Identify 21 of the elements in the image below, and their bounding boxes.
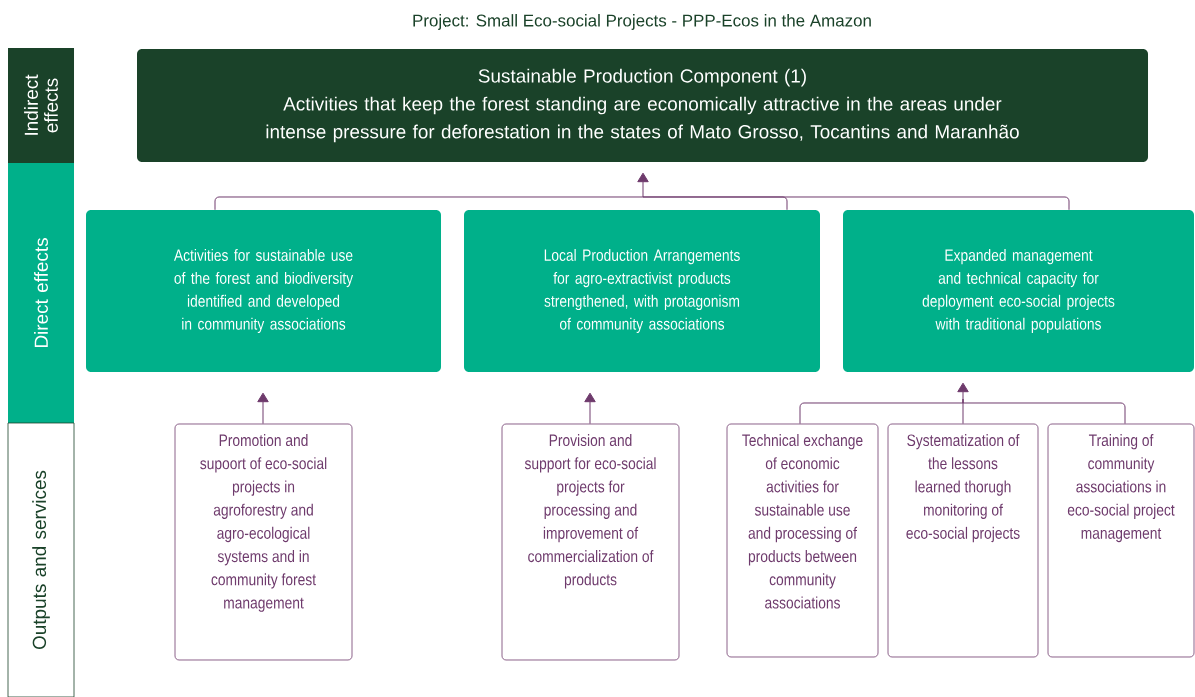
output-box: Technical exchange of economic activities for sustainable use and processing of products between community associations: [726, 423, 879, 658]
arrow: [584, 392, 596, 425]
connector-line: [962, 402, 1126, 425]
row-header-band: Direct effects: [8, 163, 74, 423]
output-box: Training of community associations in eco-social project management: [1047, 423, 1195, 658]
effect-box: Expanded management and technical capacity for deployment eco-social projects with traditional populations: [843, 210, 1194, 372]
arrow: [637, 172, 649, 198]
output-box: Systematization of the lessons learned thorugh monitoring of eco-social projects: [887, 423, 1039, 658]
row-header-band: Indirect effects: [8, 48, 74, 163]
arrow: [257, 392, 269, 425]
title: Project: Small Eco-social Projects - PPP-Ecos in the Amazon: [413, 14, 871, 30]
connector-line: [799, 402, 964, 425]
effect-box: Activities for sustainable use of the forest and biodiversity identified and developed in community associations: [86, 210, 441, 372]
row-header-band: Outputs and services: [7, 422, 75, 697]
component-box: Sustainable Production Component (1) Activities that keep the forest standing are economically attractive in the areas under intense pressure for deforestation in the states of Mato Grosso, Tocantins and Maranhão: [137, 49, 1148, 162]
connector-line: [214, 196, 644, 211]
effect-box: Local Production Arrangements for agro-extractivist products strengthened, with protagonism of community associations: [464, 210, 820, 372]
output-box: Provision and support for eco-social projects for processing and improvement of commercialization of products: [501, 423, 680, 661]
connector-line: [642, 196, 1070, 211]
arrow: [957, 382, 969, 404]
output-box: Promotion and supoort of eco-social projects in agroforestry and agro-ecological systems and in community forest management: [174, 423, 353, 661]
